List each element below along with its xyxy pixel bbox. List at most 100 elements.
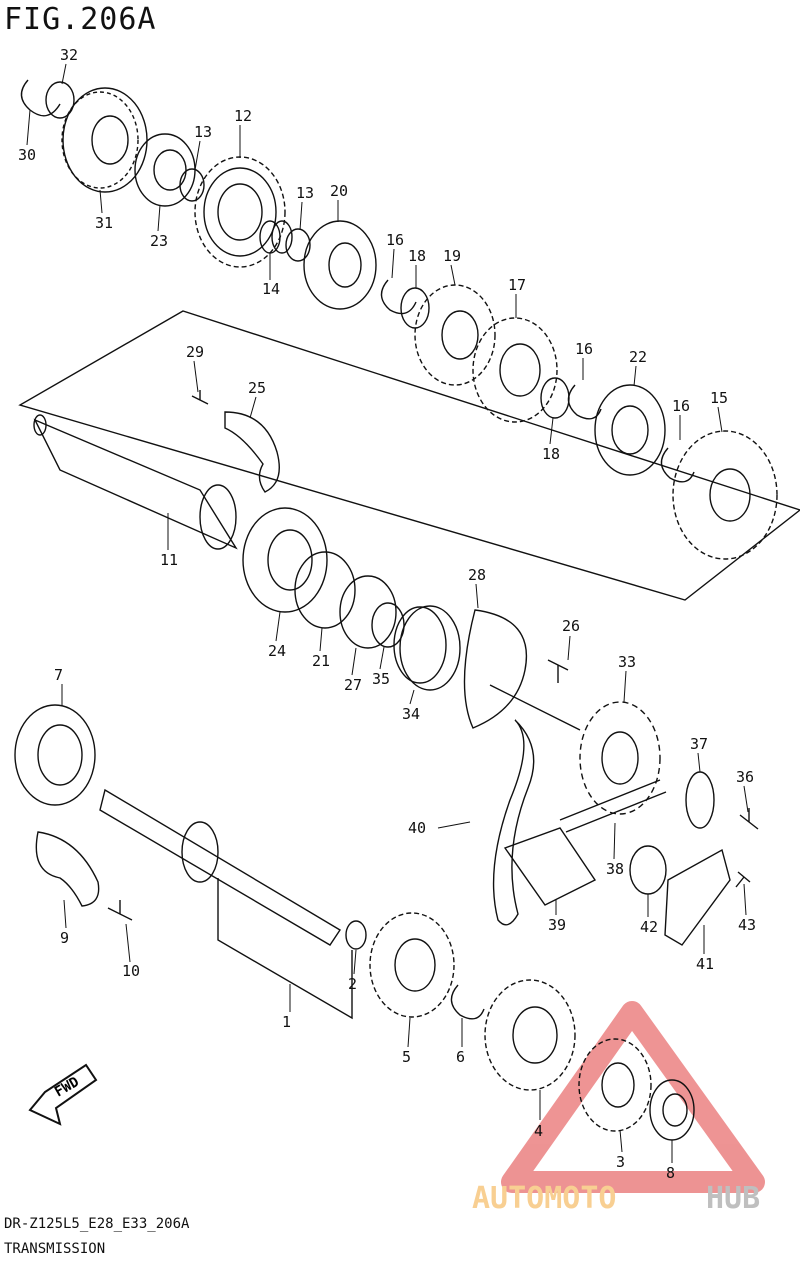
bracket-1 [217,878,353,1020]
callout: 15 [710,389,728,407]
callout: 26 [562,617,580,635]
needle-bearing-2 [345,920,367,950]
callout: 22 [629,348,647,366]
gear-19 [414,284,496,386]
callout: 28 [468,566,486,584]
gear-5 [369,912,455,1018]
spacer-34 [393,605,461,691]
callout: 18 [408,247,426,265]
bearing-24 [242,507,328,613]
callout: 8 [666,1164,675,1182]
bolt-36 [739,808,759,830]
gear-17 [472,317,558,423]
section-title: TRANSMISSION [4,1241,106,1257]
gear-20 [303,220,377,310]
model-code: DR-Z125L5_E28_E33_206A [4,1216,190,1232]
callout: 21 [312,652,330,670]
washer-18b [540,377,570,419]
circlip-30 [20,79,61,117]
callout: 36 [736,768,754,786]
gear-4 [484,979,576,1091]
washer-13a [179,168,205,202]
gear-22 [594,384,666,476]
callout: 1 [282,1013,291,1031]
drive-chain-38 [559,779,667,833]
o-ring-35 [371,602,405,648]
callout: 34 [402,705,420,723]
callout: 18 [542,445,560,463]
circlip-6 [450,984,485,1020]
circlip-16c [660,447,695,483]
washer-32 [45,81,75,119]
callout: 17 [508,276,526,294]
callout: 33 [618,653,636,671]
callout: 16 [575,340,593,358]
callout: 3 [616,1153,625,1171]
callout: 30 [18,146,36,164]
callout: 16 [386,231,404,249]
gear-3 [578,1038,652,1132]
sprocket-33 [579,701,661,815]
watermark-text-1: AUTOMOTO [472,1181,617,1216]
circlip-16b [567,384,602,420]
sprocket-axis-line [489,684,581,731]
callout: 23 [150,232,168,250]
callout: 29 [186,343,204,361]
callout: 7 [54,666,63,684]
countershaft-11 [33,414,238,550]
callout: 39 [548,916,566,934]
callout: 25 [248,379,266,397]
callout: 27 [344,676,362,694]
callout: 16 [672,397,690,415]
leader-lines [26,63,749,1163]
retainer-plate-9 [35,831,100,907]
watermark-text-2: HUB [706,1181,760,1216]
callout: 11 [160,551,178,569]
callout: 35 [372,670,390,688]
gear-31 [61,87,148,193]
cover-41 [664,848,731,946]
callout: 37 [690,735,708,753]
callout: 38 [606,860,624,878]
callout: 4 [534,1122,543,1140]
watermark-logo: AUTOMOTO HUB [472,1001,765,1216]
washer-37 [685,771,715,829]
callout: 24 [268,642,286,660]
callout: 12 [234,107,252,125]
o-ring-42 [629,845,667,895]
callout: 31 [95,214,113,232]
washer-13b [285,228,311,262]
callout: 19 [443,247,461,265]
oil-seal-21 [294,551,356,629]
callout: 13 [296,184,314,202]
callout: 40 [408,819,426,837]
gear-15 [672,430,778,560]
bearing-7 [14,704,96,806]
retainer-plate-25 [224,411,280,493]
circlip-16a [380,279,417,315]
washer-18a [400,287,430,329]
parts-lines [14,79,800,1141]
callout: 6 [456,1048,465,1066]
callout: 2 [348,975,357,993]
screw-43 [735,871,751,888]
callout: 32 [60,46,78,64]
forward-arrow: FWD [28,1063,98,1126]
bolt-26 [547,659,569,683]
callout: 14 [262,280,280,298]
callout: 13 [194,123,212,141]
callout: 10 [122,962,140,980]
ring-27 [339,575,397,649]
bearing-23 [134,133,196,207]
screw-10 [107,900,133,921]
countershaft-group-outline [18,310,800,601]
seal-plate-28 [463,609,528,729]
bearing-8 [649,1079,695,1141]
main-shaft-1 [99,788,341,946]
callout: 43 [738,916,756,934]
callout: 5 [402,1048,411,1066]
callout: 42 [640,918,658,936]
screw-29 [191,390,209,405]
callout: 20 [330,182,348,200]
